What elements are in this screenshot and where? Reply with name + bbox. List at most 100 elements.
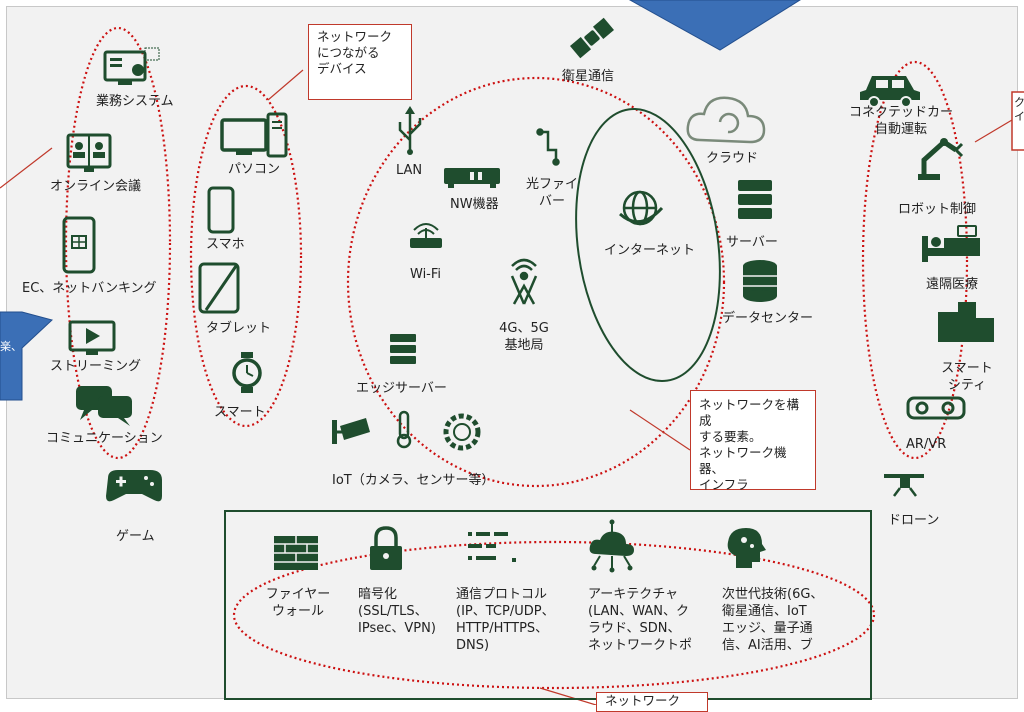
label-datacenter: データセンター xyxy=(722,311,814,326)
label-smart-city: スマート シティ xyxy=(934,360,1000,394)
label-edge-server: エッジサーバー xyxy=(356,381,447,396)
thermometer-icon xyxy=(396,410,412,449)
label-encryption-line3: IPsec、VPN) xyxy=(358,621,436,636)
callout-bottom-line1: ネットワーク xyxy=(605,693,681,708)
blue-callout-top xyxy=(628,0,801,51)
label-online-meeting: オンライン会議 xyxy=(50,179,142,194)
diagram-panel xyxy=(6,6,1018,699)
usb-icon xyxy=(398,106,422,155)
label-encryption-line1: 暗号化 xyxy=(358,587,398,602)
satellite-icon xyxy=(570,17,614,59)
label-streaming: ストリーミング xyxy=(50,359,142,374)
label-pc: パソコン xyxy=(228,162,281,177)
label-fiber: 光ファイ バー xyxy=(524,176,580,210)
label-protocol-line3: HTTP/HTTPS、 xyxy=(456,621,549,636)
label-nextgen-line4: 信、AI活用、ブ xyxy=(722,638,813,653)
label-smart-city-line1: スマート xyxy=(941,361,993,376)
label-connected-car: コネクテッドカー 自動運転 xyxy=(838,104,964,138)
label-fiber-line2: バー xyxy=(538,194,565,209)
label-base-station-line1: 4G、5G xyxy=(499,321,549,336)
label-fiber-line1: 光ファイ xyxy=(525,177,578,192)
smartwatch-icon xyxy=(232,352,262,393)
label-nextgen-line3: エッジ、量子通 xyxy=(722,621,813,636)
leader-line-bottom xyxy=(539,687,597,705)
ellipse-future-uses xyxy=(861,60,969,460)
antenna-tower-icon xyxy=(510,258,538,305)
ec-shopping-icon xyxy=(62,216,96,274)
wifi-router-icon xyxy=(410,223,442,248)
label-firewall: ファイヤー ウォール xyxy=(262,586,334,620)
label-drone: ドローン xyxy=(888,513,940,528)
left-callout-partial-text: 楽、 xyxy=(0,340,22,353)
label-base-station: 4G、5G 基地局 xyxy=(488,320,560,354)
label-protocol-line4: DNS) xyxy=(456,638,490,653)
ellipse-network-elements xyxy=(346,76,726,488)
callout-bottom-partial: ネットワーク xyxy=(596,692,708,712)
gamepad-icon xyxy=(106,470,162,502)
label-protocol: 通信プロトコル (IP、TCP/UDP、 HTTP/HTTPS、 DNS) xyxy=(456,586,555,654)
label-communication: コミュニケーション xyxy=(46,431,163,446)
callout-infra-line4: インフラ xyxy=(699,477,749,492)
label-encryption: 暗号化 (SSL/TLS、 IPsec、VPN) xyxy=(358,586,436,637)
leader-line-devices xyxy=(267,69,304,101)
ellipse-internet xyxy=(575,107,721,383)
smartphone-icon xyxy=(207,186,235,234)
security-tech-box xyxy=(224,510,872,700)
robot-arm-icon xyxy=(918,138,964,180)
ellipse-security xyxy=(232,540,876,690)
edge-server-icon xyxy=(390,334,416,364)
cloud-icon xyxy=(686,96,766,144)
label-robot: ロボット制御 xyxy=(898,202,977,217)
drone-icon xyxy=(884,474,924,497)
label-satellite: 衛星通信 xyxy=(562,69,615,84)
leader-line-infra xyxy=(629,409,691,451)
label-iot: IoT（カメラ、センサー等） xyxy=(332,473,495,488)
server-rack-icon xyxy=(738,180,772,219)
label-game: ゲーム xyxy=(116,529,155,544)
car-icon xyxy=(860,76,920,108)
router-box-icon xyxy=(444,168,500,188)
label-firewall-line1: ファイヤー xyxy=(265,587,331,602)
label-internet: インターネット xyxy=(604,243,696,258)
label-architecture-line1: アーキテクチャ xyxy=(588,587,679,602)
streaming-icon xyxy=(68,320,116,355)
callout-devices: ネットワーク につながる デバイス xyxy=(308,24,412,100)
label-base-station-line2: 基地局 xyxy=(504,338,544,353)
label-architecture-line3: ラウド、SDN、 xyxy=(588,621,681,636)
label-nextgen-line1: 次世代技術(6G、 xyxy=(722,587,824,602)
label-arvr: AR/VR xyxy=(906,437,947,452)
label-connected-car-line1: コネクテッドカー xyxy=(848,105,953,120)
label-architecture-line2: (LAN、WAN、ク xyxy=(588,604,689,619)
label-wifi: Wi-Fi xyxy=(410,267,442,282)
callout-devices-line1: ネットワーク xyxy=(317,29,393,44)
label-smartwatch: スマート xyxy=(214,405,266,420)
database-icon xyxy=(743,260,777,302)
city-buildings-icon xyxy=(938,302,994,342)
chat-bubbles-icon xyxy=(76,386,132,426)
label-architecture-line4: ネットワークトポ xyxy=(588,638,693,653)
label-ec-banking: EC、ネットバンキング xyxy=(22,281,157,296)
business-system-icon xyxy=(103,47,160,85)
camera-icon xyxy=(332,418,370,444)
padlock-icon xyxy=(370,526,402,570)
label-nextgen-line2: 衛星通信、IoT xyxy=(722,604,807,619)
callout-devices-line2: につながる xyxy=(317,45,380,60)
blue-callout-left xyxy=(0,311,54,401)
leader-line-right xyxy=(974,119,1013,143)
ai-head-icon xyxy=(727,528,766,568)
leader-line-left xyxy=(0,147,53,189)
desktop-pc-icon xyxy=(220,112,288,158)
label-protocol-line1: 通信プロトコル xyxy=(456,587,548,602)
online-meeting-icon xyxy=(66,133,112,172)
callout-devices-line3: デバイス xyxy=(317,61,367,76)
label-firewall-line2: ウォール xyxy=(271,604,324,619)
label-smart-city-line2: シティ xyxy=(947,378,987,393)
label-architecture: アーキテクチャ (LAN、WAN、ク ラウド、SDN、 ネットワークトポ xyxy=(588,586,692,654)
label-server: サーバー xyxy=(726,235,778,250)
label-tablet: タブレット xyxy=(206,321,272,336)
callout-right-partial xyxy=(1011,91,1024,151)
callout-infra-line3: ネットワーク機器、 xyxy=(699,445,787,476)
label-business-system: 業務システム xyxy=(96,94,174,109)
